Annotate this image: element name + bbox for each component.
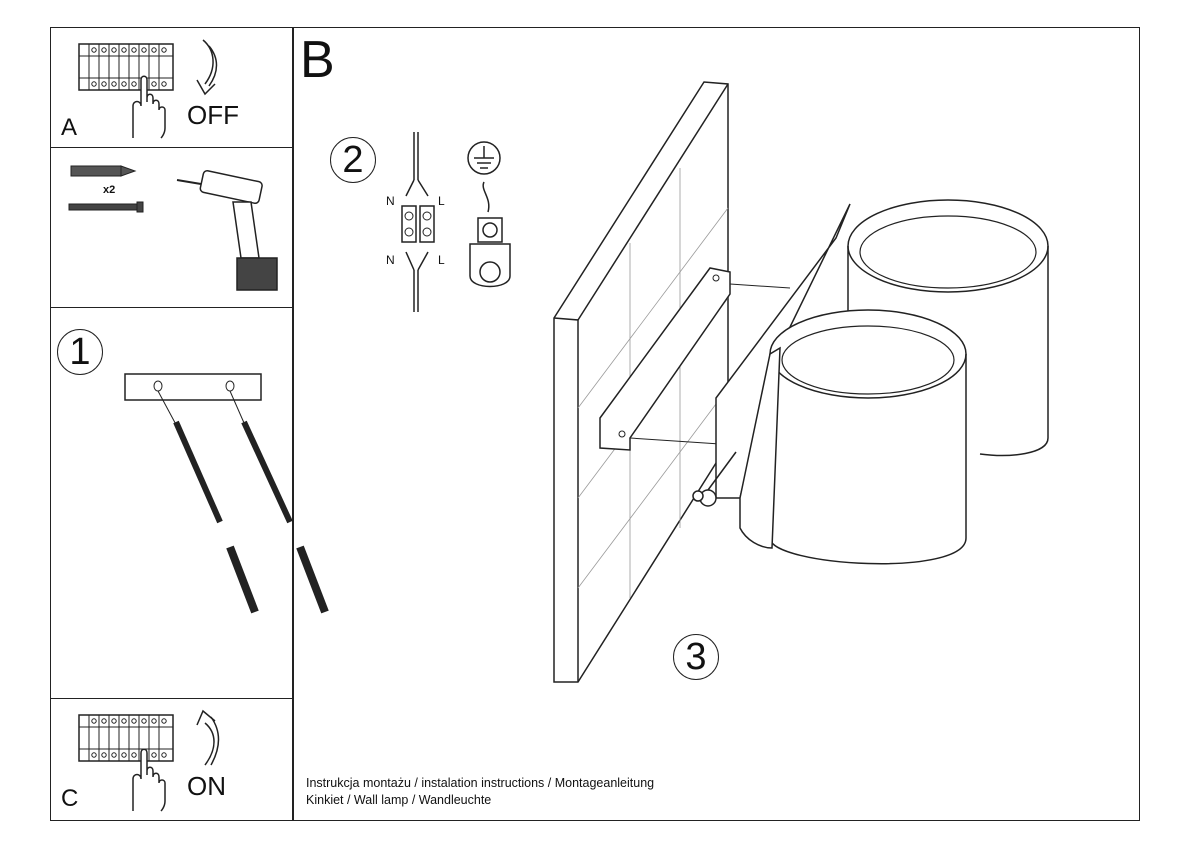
drill-icon — [176, 170, 278, 291]
wall-plug-icon — [70, 165, 137, 177]
panel-a-switch-off: A OFF — [50, 27, 293, 149]
vertical-divider — [292, 27, 294, 821]
wall-lamp-assembly-drawing — [553, 81, 1049, 683]
caption-line-2: Kinkiet / Wall lamp / Wandleuchte — [306, 793, 492, 807]
mounting-plate-drawing — [124, 373, 329, 614]
screw-icon — [68, 201, 144, 213]
instruction-sheet-frame — [50, 27, 1140, 821]
ground-terminal-drawing — [469, 181, 511, 288]
ground-symbol-icon — [467, 141, 501, 175]
arrow-down-icon — [196, 39, 218, 96]
panel-b-letter: B — [300, 31, 335, 89]
step-1-badge: 1 — [57, 329, 103, 375]
breaker-box-icon — [78, 714, 174, 762]
panel-c-switch-on: C ON — [50, 698, 293, 821]
panel-c-letter: C — [61, 785, 79, 812]
neutral-bottom-label: N — [386, 253, 395, 267]
live-top-label: L — [438, 194, 445, 208]
quantity-label: x2 — [103, 184, 116, 196]
panel-tools: x2 — [50, 147, 293, 308]
on-label: ON — [187, 771, 226, 801]
caption-line-1: Instrukcja montażu / instalation instruc… — [306, 776, 655, 790]
step-3-badge: 3 — [673, 634, 719, 680]
step-2-badge: 2 — [330, 137, 376, 183]
off-label: OFF — [187, 100, 239, 130]
breaker-box-icon — [78, 43, 174, 91]
neutral-top-label: N — [386, 194, 395, 208]
hand-icon — [132, 75, 166, 139]
hand-icon — [132, 748, 166, 812]
live-bottom-label: L — [438, 253, 445, 267]
caption: Instrukcja montażu / instalation instruc… — [306, 775, 654, 809]
panel-a-letter: A — [61, 114, 78, 141]
arrow-up-icon — [196, 709, 220, 766]
terminal-block-drawing — [401, 132, 435, 312]
